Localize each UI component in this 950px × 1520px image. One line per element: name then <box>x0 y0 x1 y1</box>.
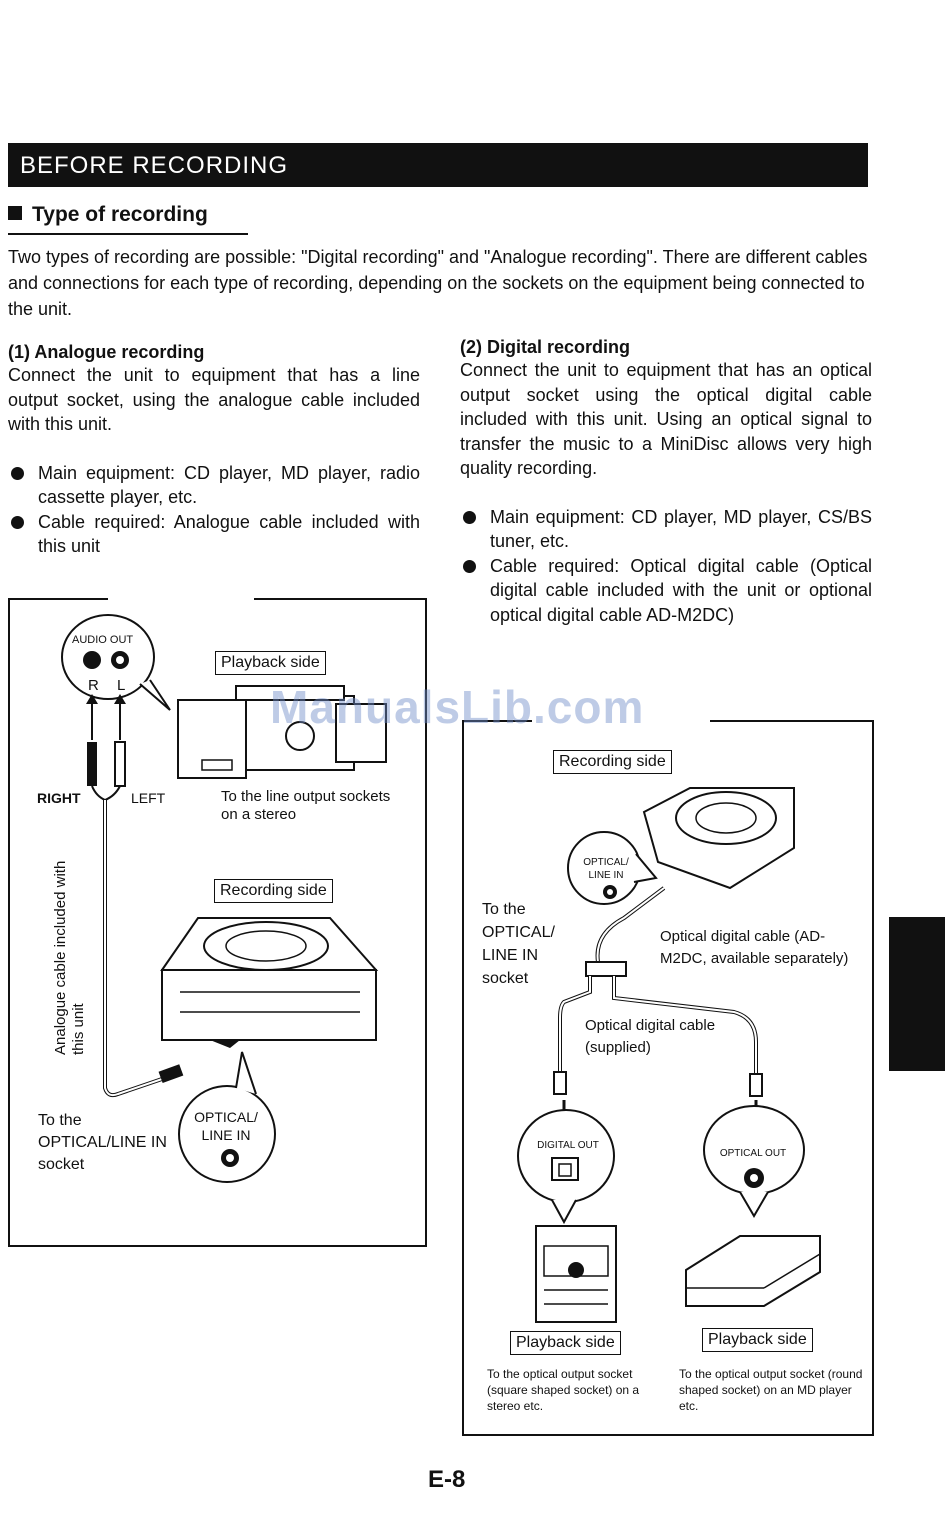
digital-bullets: Main equipment: CD player, MD player, CS… <box>460 505 872 628</box>
digital-column: (2) Digital recording Connect the unit t… <box>460 337 872 627</box>
list-item: Cable required: Analogue cable included … <box>8 510 420 559</box>
analogue-heading: (1) Analogue recording <box>8 342 420 363</box>
line-output-note: To the line output sockets on a stereo <box>221 788 411 824</box>
analogue-figure-border-bottom <box>8 1245 427 1247</box>
watermark: ManualsLib.com <box>270 680 644 734</box>
digital-text: Connect the unit to equipment that has a… <box>460 358 872 481</box>
supplied-cable-note: Optical digital cable (supplied) <box>585 1015 735 1059</box>
digital-figure-border-bottom <box>462 1434 874 1436</box>
optical-line-in-note: To the OPTICAL/LINE IN socket <box>38 1110 178 1176</box>
intro-paragraph: Two types of recording are possible: "Di… <box>8 244 870 322</box>
digital-optical-line-in-label: OPTICAL/ LINE IN <box>576 856 636 882</box>
digital-out-label: DIGITAL OUT <box>528 1138 608 1154</box>
playback-side-label-1: Playback side <box>510 1331 621 1355</box>
recording-side-label: Recording side <box>214 879 333 903</box>
digital-heading: (2) Digital recording <box>460 337 872 358</box>
section-title-text: Type of recording <box>32 203 208 226</box>
section-header-bar: BEFORE RECORDING <box>8 143 868 187</box>
right-label: RIGHT <box>37 789 81 807</box>
md-socket-note: To the optical output socket (round shap… <box>679 1366 865 1414</box>
list-item: Main equipment: CD player, MD player, CS… <box>460 505 872 554</box>
section-underline <box>8 233 248 235</box>
optical-line-in-label: OPTICAL/ LINE IN <box>186 1108 266 1144</box>
analogue-text: Connect the unit to equipment that has a… <box>8 363 420 437</box>
analogue-cable-label: Analogue cable included with this unit <box>52 845 88 1055</box>
audio-out-label: AUDIO OUT <box>72 631 133 649</box>
to-socket-note: To the OPTICAL/ LINE IN socket <box>482 898 577 990</box>
page-number: E-8 <box>428 1466 465 1494</box>
stereo-socket-note: To the optical output socket (square sha… <box>487 1366 655 1414</box>
analogue-column: (1) Analogue recording Connect the unit … <box>8 342 420 559</box>
r-label: R <box>88 677 99 695</box>
section-title: Type of recording <box>8 203 208 227</box>
digital-recording-side-label: Recording side <box>553 750 672 774</box>
header-title: BEFORE RECORDING <box>20 152 288 180</box>
digital-figure-border-right <box>872 720 874 1436</box>
optical-out-label: OPTICAL OUT <box>708 1146 798 1162</box>
list-item: Cable required: Optical digital cable (O… <box>460 554 872 628</box>
playback-side-label-2: Playback side <box>702 1328 813 1352</box>
playback-side-label: Playback side <box>215 651 326 675</box>
list-item: Main equipment: CD player, MD player, ra… <box>8 461 420 510</box>
square-bullet-icon <box>8 206 22 220</box>
l-label: L <box>117 677 125 695</box>
analogue-bullets: Main equipment: CD player, MD player, ra… <box>8 461 420 559</box>
optional-cable-note: Optical digital cable (AD-M2DC, availabl… <box>660 926 850 970</box>
side-tab-marker <box>889 917 945 1071</box>
digital-diagram <box>464 722 870 1432</box>
left-label: LEFT <box>131 789 165 807</box>
